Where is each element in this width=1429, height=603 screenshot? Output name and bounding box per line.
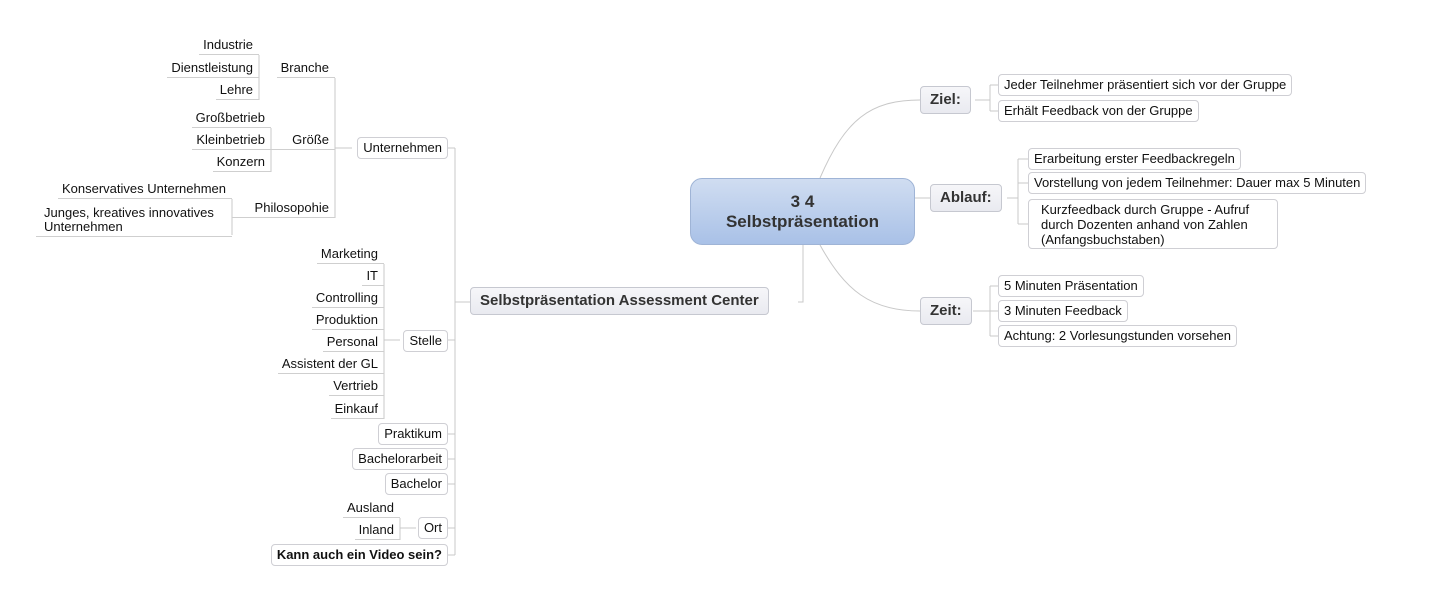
node-bachelor[interactable]: Bachelor — [384, 473, 448, 495]
stelle-item[interactable]: Assistent der GL — [277, 354, 384, 374]
philosophie-item[interactable]: Konservatives Unternehmen — [57, 179, 232, 199]
branche-item[interactable]: Dienstleistung — [167, 58, 259, 78]
topic-zeit[interactable]: Zeit: — [920, 297, 972, 325]
topic-assessment-center[interactable]: Selbstpräsentation Assessment Center — [470, 287, 769, 315]
node-groesse[interactable]: Größe — [271, 130, 335, 150]
stelle-item[interactable]: Produktion — [311, 310, 384, 330]
topic-ablauf[interactable]: Ablauf: — [930, 184, 1002, 212]
stelle-item[interactable]: Personal — [322, 332, 384, 352]
groesse-item[interactable]: Großbetrieb — [191, 108, 271, 128]
zeit-item[interactable]: Achtung: 2 Vorlesungstunden vorsehen — [998, 325, 1237, 347]
ablauf-item[interactable]: Kurzfeedback durch Gruppe - Aufruf durch… — [1028, 199, 1278, 249]
node-branche[interactable]: Branche — [276, 58, 335, 78]
central-topic-title: Selbstpräsentation — [725, 211, 880, 231]
node-video-note[interactable]: Kann auch ein Video sein? — [270, 544, 448, 566]
zeit-item[interactable]: 5 Minuten Präsentation — [998, 275, 1144, 297]
stelle-item[interactable]: Controlling — [311, 288, 384, 308]
node-ort[interactable]: Ort — [417, 517, 448, 539]
node-unternehmen[interactable]: Unternehmen — [357, 137, 448, 159]
ziel-item[interactable]: Erhält Feedback von der Gruppe — [998, 100, 1199, 122]
stelle-item[interactable]: Vertrieb — [329, 376, 384, 396]
branche-item[interactable]: Industrie — [199, 35, 259, 55]
node-bachelorarbeit[interactable]: Bachelorarbeit — [352, 448, 448, 470]
topic-ziel[interactable]: Ziel: — [920, 86, 971, 114]
ort-item[interactable]: Inland — [354, 520, 400, 540]
branche-item[interactable]: Lehre — [215, 80, 259, 100]
philosophie-item[interactable]: Junges, kreatives innovatives Unternehme… — [36, 204, 232, 237]
node-praktikum[interactable]: Praktikum — [378, 423, 448, 445]
stelle-item[interactable]: Einkauf — [330, 399, 384, 419]
ort-item[interactable]: Ausland — [343, 498, 400, 518]
node-philosophie[interactable]: Philosopohie — [232, 198, 335, 218]
central-topic-number: 3 4 — [790, 191, 815, 211]
groesse-item[interactable]: Konzern — [212, 152, 271, 172]
stelle-item[interactable]: IT — [362, 266, 384, 286]
ziel-item[interactable]: Jeder Teilnehmer präsentiert sich vor de… — [998, 74, 1293, 96]
ablauf-item[interactable]: Vorstellung von jedem Teilnehmer: Dauer … — [1028, 172, 1367, 194]
groesse-item[interactable]: Kleinbetrieb — [192, 130, 271, 150]
ablauf-item[interactable]: Erarbeitung erster Feedbackregeln — [1028, 148, 1241, 170]
stelle-item[interactable]: Marketing — [316, 244, 384, 264]
central-topic[interactable]: 3 4 Selbstpräsentation — [690, 178, 915, 245]
node-stelle[interactable]: Stelle — [403, 330, 448, 352]
zeit-item[interactable]: 3 Minuten Feedback — [998, 300, 1128, 322]
